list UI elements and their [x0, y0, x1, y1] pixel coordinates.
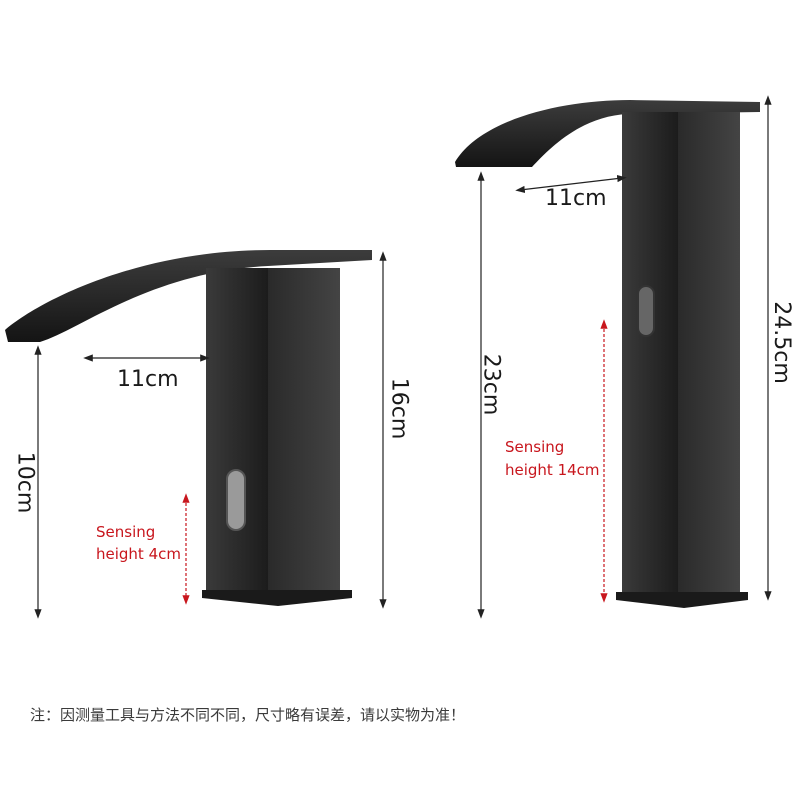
left-faucet-base [202, 590, 352, 606]
right-faucet-body-right [678, 112, 740, 594]
left-faucet-body-right [268, 268, 340, 590]
right-faucet-base [616, 592, 748, 608]
right-sensing-label-line2: height 14cm [505, 461, 600, 479]
left-faucet-body-left [206, 268, 268, 590]
right-faucet-spout [455, 100, 760, 167]
right-reach-label: 11cm [545, 186, 607, 211]
right-sensor-window [637, 285, 655, 337]
left-reach-label: 11cm [117, 367, 179, 392]
left-total-height-label: 16cm [386, 377, 412, 440]
left-faucet-spout [5, 250, 372, 342]
right-reach-line [515, 174, 627, 194]
left-spout-height-label: 10cm [12, 451, 38, 514]
left-sensing-label-line1: Sensing [96, 523, 156, 541]
left-faucet [5, 250, 372, 606]
right-faucet-body-left [622, 112, 678, 594]
measurement-note: 注：因测量工具与方法不同不同，尺寸略有误差，请以实物为准！ [30, 706, 466, 724]
right-sensing-label-line1: Sensing [505, 438, 565, 456]
right-faucet [455, 100, 760, 608]
right-total-height-label: 24.5cm [768, 301, 794, 384]
left-sensing-label-line2: height 4cm [96, 545, 181, 563]
right-spout-height-label: 23cm [478, 353, 504, 416]
left-sensor-window [226, 469, 246, 531]
